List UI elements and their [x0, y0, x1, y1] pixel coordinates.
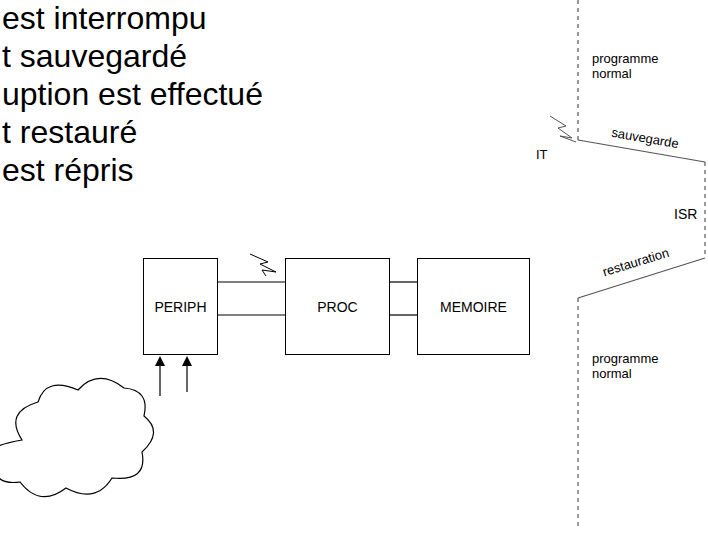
- bus-line: [390, 314, 417, 315]
- box-label: PROC: [313, 299, 361, 315]
- box-label: PERIPH: [150, 299, 210, 315]
- block-box: MEMOIRE: [417, 258, 530, 355]
- bus-line: [390, 281, 417, 282]
- input-arrow: [186, 358, 187, 392]
- annotation-label: sauvegarde: [610, 126, 680, 153]
- box-label: MEMOIRE: [436, 299, 511, 315]
- block-box: PERIPH: [143, 258, 218, 355]
- input-arrow: [159, 358, 160, 396]
- annotation-label: restauration: [601, 246, 671, 280]
- lightning-symbol: [550, 116, 576, 142]
- step-text: t restauré: [2, 114, 137, 151]
- step-text: est répris: [2, 152, 134, 189]
- timeline-dashed: [577, 0, 578, 140]
- annotation-label: IT: [536, 148, 548, 163]
- block-box: PROC: [285, 258, 390, 355]
- timeline-dashed: [577, 298, 578, 530]
- step-text: t sauvegardé: [2, 38, 187, 75]
- bus-line: [218, 314, 285, 315]
- cloud-shape: [0, 378, 154, 496]
- annotation-label: ISR: [674, 206, 697, 222]
- annotation-label: programme normal: [592, 352, 677, 382]
- annotation-label: programme normal: [592, 52, 677, 82]
- timeline-dashed: [704, 162, 705, 258]
- bus-line: [218, 281, 285, 282]
- lightning-symbol: [250, 254, 276, 276]
- step-text: est interrompu: [2, 0, 207, 37]
- step-text: uption est effectué: [2, 76, 263, 113]
